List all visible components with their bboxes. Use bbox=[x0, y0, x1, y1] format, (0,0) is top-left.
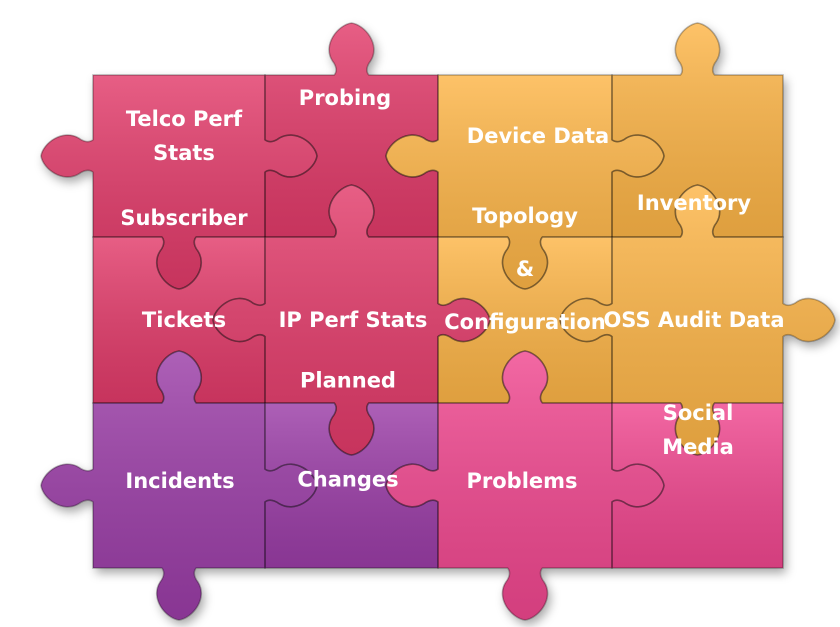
label-topology-configuration-line-2: & bbox=[516, 257, 534, 281]
label-problems-line-1: Problems bbox=[466, 469, 577, 493]
label-telco-perf-stats-line-1: Telco Perf bbox=[126, 107, 243, 131]
label-planned-changes-line-1: Planned bbox=[300, 369, 396, 393]
label-topology-configuration-line-1: Topology bbox=[472, 204, 578, 228]
label-social-media-line-2: Media bbox=[662, 435, 734, 459]
label-incidents-line-1: Incidents bbox=[125, 469, 234, 493]
label-telco-perf-stats-line-2: Stats bbox=[153, 141, 215, 165]
label-ip-perf-stats-line-1: IP Perf Stats bbox=[279, 308, 428, 332]
piece-seam-social-media bbox=[611, 402, 784, 569]
label-subscriber-tickets-line-2: Tickets bbox=[142, 308, 226, 332]
label-device-data-line-1: Device Data bbox=[467, 124, 609, 148]
label-social-media-line-1: Social bbox=[663, 401, 734, 425]
label-subscriber-tickets-line-1: Subscriber bbox=[120, 206, 248, 230]
label-topology-configuration-line-3: Configuration bbox=[444, 310, 605, 334]
label-planned-changes-line-2: Changes bbox=[297, 468, 398, 492]
label-oss-audit-data-line-1: OSS Audit Data bbox=[603, 308, 784, 332]
label-inventory-line-1: Inventory bbox=[637, 191, 751, 215]
label-probing-line-1: Probing bbox=[299, 86, 391, 110]
